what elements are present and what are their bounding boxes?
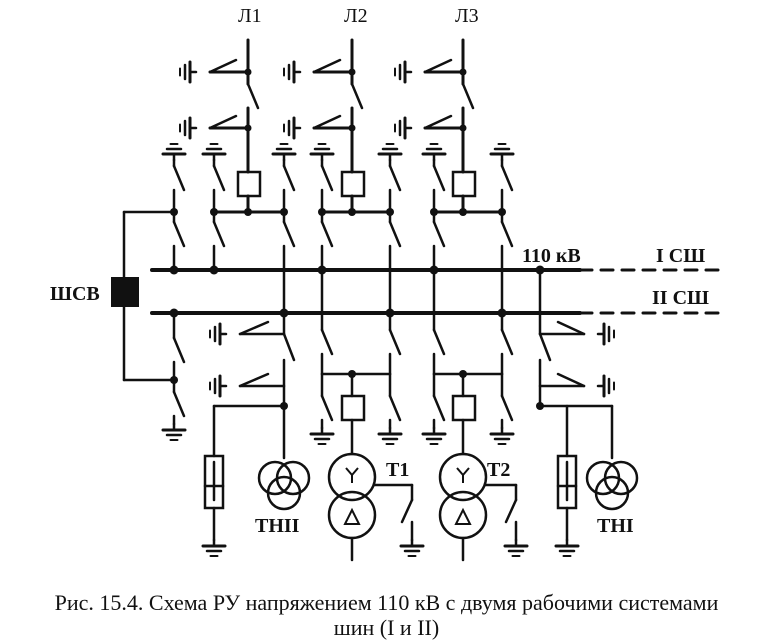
junction-dots	[169, 68, 545, 410]
figure-caption-line-2: шин (I и II)	[333, 615, 440, 640]
vt-label-2: ТНII	[255, 515, 300, 537]
vt-bay-1	[538, 268, 639, 558]
coupler-label: ШСВ	[50, 283, 100, 305]
line-bay-1	[178, 38, 286, 214]
vt-bay-2	[201, 311, 311, 558]
vt-label-1: ТНI	[597, 515, 634, 537]
bus-1-label: I СШ	[656, 245, 705, 267]
figure-caption-line-1: Рис. 15.4. Схема РУ напряжением 110 кВ с…	[54, 590, 719, 615]
transformer-label-1: Т1	[386, 459, 409, 481]
bus-voltage-label: 110 кВ	[522, 245, 581, 267]
switchgear-schematic: Л1 Л2 Л3 110 кВ I СШ II СШ ШСВ Т1 Т2 ТНI…	[50, 5, 722, 562]
bus-2-label: II СШ	[652, 287, 709, 309]
line-label-3: Л3	[455, 5, 479, 27]
line-bay-disconnectors	[161, 142, 515, 315]
transformer-bay-2	[421, 268, 529, 562]
bus-coupler	[111, 210, 187, 442]
line-label-1: Л1	[238, 5, 262, 27]
line-label-2: Л2	[344, 5, 368, 27]
winding-symbols	[343, 467, 472, 525]
line-bay-2	[282, 38, 392, 214]
transformer-label-2: Т2	[487, 459, 510, 481]
line-bay-3	[393, 38, 504, 214]
